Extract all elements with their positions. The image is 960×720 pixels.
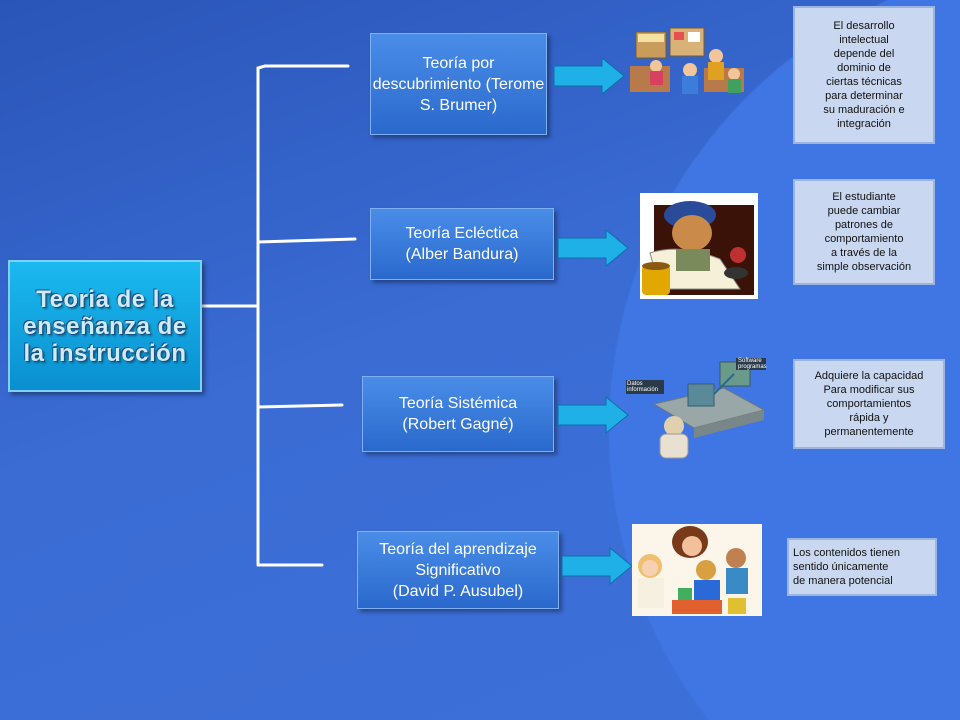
classroom-group-illustration bbox=[630, 26, 746, 104]
note-box: Los contenidos tienen sentido únicamente… bbox=[787, 538, 937, 596]
right-arrow-icon bbox=[553, 56, 625, 96]
note-text: Adquiere la capacidad Para modificar sus… bbox=[814, 370, 924, 438]
datos-label: Datos información bbox=[627, 381, 659, 393]
note-text: El desarrollo intelectual depende del do… bbox=[823, 20, 905, 130]
theory-box-significativo[interactable]: Teoría del aprendizaje Significativo (Da… bbox=[357, 531, 559, 609]
right-arrow-icon bbox=[557, 228, 629, 268]
root-topic-title: Teoria de la enseñanza de la instrucción bbox=[23, 285, 187, 367]
theory-label: Teoría Sistémica (Robert Gagné) bbox=[398, 395, 518, 433]
software-label: Software programas bbox=[738, 358, 767, 370]
note-box: Adquiere la capacidad Para modificar sus… bbox=[793, 359, 945, 449]
computer-workstation-illustration: Datos información Software programas bbox=[624, 354, 770, 466]
theory-label: Teoría del aprendizaje Significativo (Da… bbox=[379, 540, 537, 600]
right-arrow-icon bbox=[561, 546, 633, 586]
note-box: El estudiante puede cambiar patrones de … bbox=[793, 179, 935, 285]
right-arrow-icon bbox=[557, 395, 629, 435]
children-learning-photo bbox=[632, 524, 762, 616]
theory-box-ecleptica[interactable]: Teoría Ecléctica (Alber Bandura) bbox=[370, 208, 554, 280]
theory-label: Teoría Ecléctica (Alber Bandura) bbox=[405, 225, 519, 263]
note-text: El estudiante puede cambiar patrones de … bbox=[816, 191, 912, 273]
student-reading-book-illustration bbox=[640, 193, 758, 299]
theory-label: Teoría por descubrimiento (Terome S. Bru… bbox=[372, 54, 545, 114]
note-text: Los contenidos tienen sentido únicamente… bbox=[793, 547, 901, 587]
root-topic-box[interactable]: Teoria de la enseñanza de la instrucción bbox=[8, 260, 202, 392]
note-box: El desarrollo intelectual depende del do… bbox=[793, 6, 935, 144]
theory-box-descubrimiento[interactable]: Teoría por descubrimiento (Terome S. Bru… bbox=[370, 33, 547, 135]
theory-box-sistemica[interactable]: Teoría Sistémica (Robert Gagné) bbox=[362, 376, 554, 452]
